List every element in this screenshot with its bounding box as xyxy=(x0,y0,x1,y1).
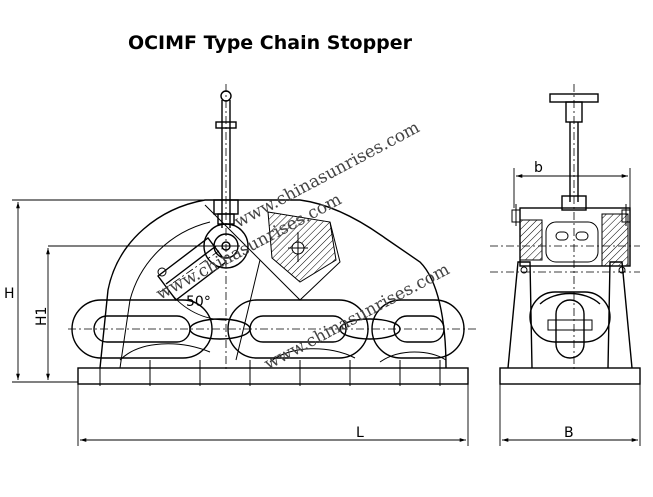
drawing-title: OCIMF Type Chain Stopper xyxy=(127,32,413,54)
front-view: 50° xyxy=(48,84,476,386)
front-dimensions: H H1 L xyxy=(4,199,469,446)
dim-b-label: b xyxy=(534,160,543,176)
side-frame-left xyxy=(507,261,533,369)
side-frame-right xyxy=(607,261,633,369)
front-body-outline xyxy=(99,199,447,369)
front-base-plate xyxy=(77,367,469,385)
dim-h1-label: H1 xyxy=(34,307,50,326)
side-cap-right xyxy=(601,213,629,267)
side-chain xyxy=(529,291,611,359)
angle-label: 50° xyxy=(186,294,211,310)
side-dimensions: b B xyxy=(499,160,641,446)
front-body-inner xyxy=(119,221,211,369)
watermark-3: www.chinasunrises.com xyxy=(261,260,453,375)
front-base-ticks xyxy=(99,360,441,386)
side-base-plate xyxy=(499,367,641,385)
side-view xyxy=(490,84,641,385)
dim-l-label: L xyxy=(356,425,364,441)
dim-h-label: H xyxy=(4,286,15,302)
angle-arc xyxy=(169,291,227,321)
side-cap-left xyxy=(519,219,543,261)
dim-B-label: B xyxy=(564,425,574,441)
front-chain-lower xyxy=(119,343,447,363)
